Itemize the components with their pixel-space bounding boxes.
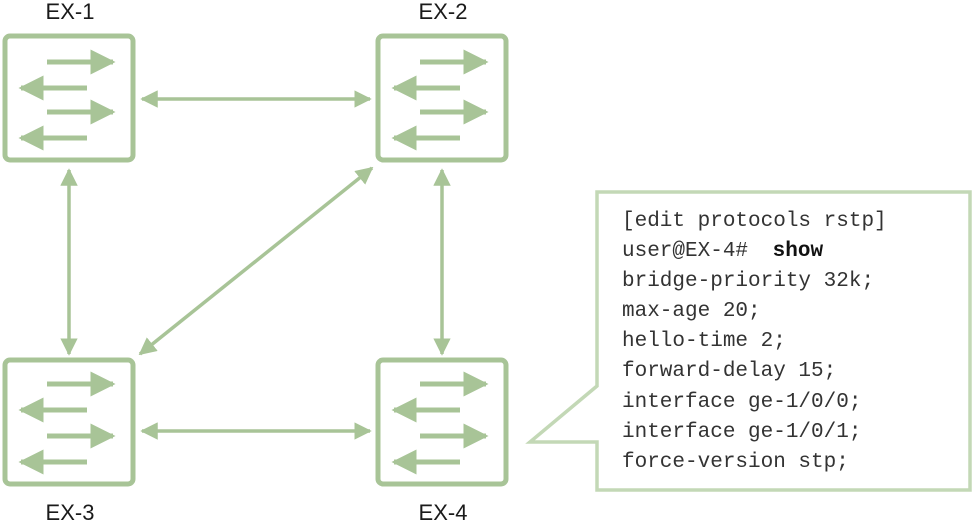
cli-config-line: hello-time 2; xyxy=(622,330,786,353)
cli-config-line: max-age 20; xyxy=(622,300,761,323)
switch-icon-ex3 xyxy=(2,357,136,487)
switch-label-ex2: EX-2 xyxy=(419,0,468,24)
cli-config-line: interface ge-1/0/1; xyxy=(622,421,861,444)
cli-config-line: forward-delay 15; xyxy=(622,360,836,383)
switch-label-ex1: EX-1 xyxy=(46,0,95,24)
switch-label-ex4: EX-4 xyxy=(419,500,468,525)
cli-config-line: interface ge-1/0/0; xyxy=(622,391,861,414)
cli-config-line: force-version stp; xyxy=(622,451,849,474)
switch-icon-ex4 xyxy=(375,357,509,487)
switch-icon-ex1 xyxy=(2,33,136,163)
cli-context-line: [edit protocols rstp] xyxy=(622,210,887,233)
link-ex2-ex3 xyxy=(138,166,374,356)
cli-prompt: user@EX-4# xyxy=(622,240,748,263)
switch-label-ex3: EX-3 xyxy=(46,500,95,525)
cli-prompt-line: user@EX-4# show xyxy=(622,240,823,263)
cli-command: show xyxy=(773,240,824,263)
cli-output: [edit protocols rstp] user@EX-4# show br… xyxy=(622,210,887,474)
cli-callout xyxy=(525,190,972,492)
switch-icon-ex2 xyxy=(375,33,509,163)
cli-config-line: bridge-priority 32k; xyxy=(622,270,874,293)
